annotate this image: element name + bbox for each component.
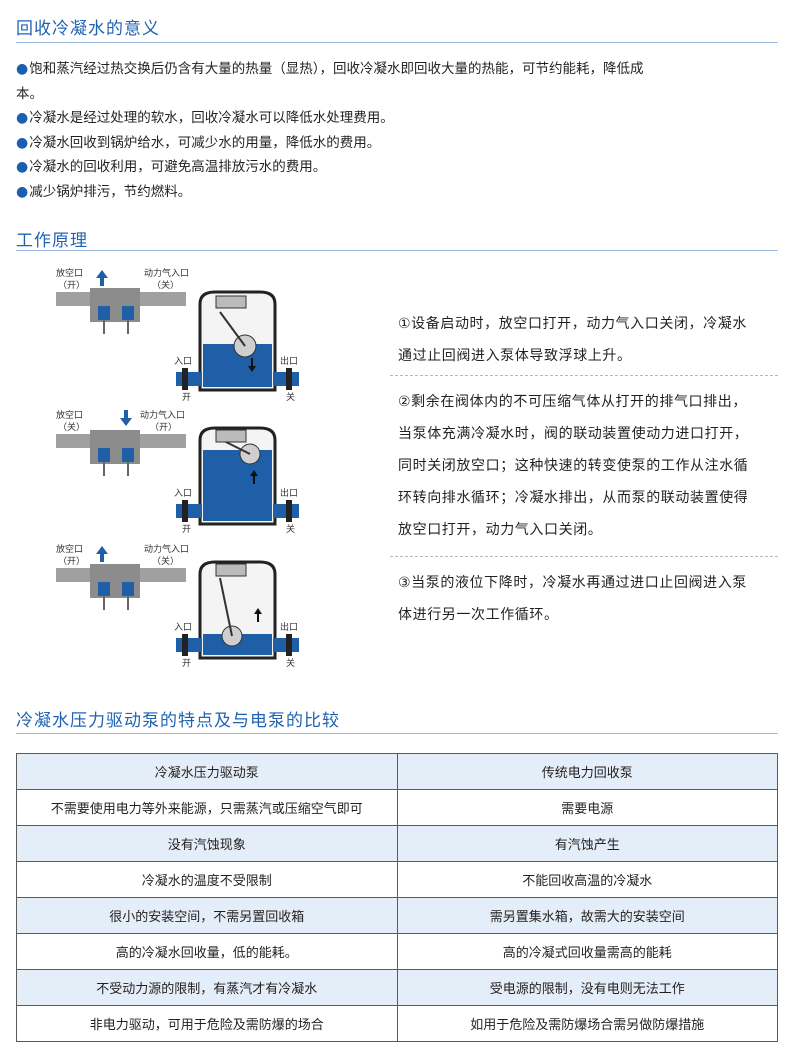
valve-head-icon	[56, 288, 186, 334]
vent-state: （开）	[58, 280, 85, 291]
vent-label: 放空口	[56, 267, 83, 279]
power-inlet-state: （关）	[152, 279, 179, 291]
outlet-state: 关	[286, 391, 295, 402]
table-row: 非电力驱动，可用于危险及需防爆的场合如用于危险及需防爆场合需另做防爆措施	[16, 1005, 778, 1042]
outlet-label: 出口	[280, 487, 298, 499]
valve-head-icon	[56, 564, 186, 610]
inlet-state: 开	[182, 658, 191, 668]
outlet-state: 关	[286, 657, 295, 668]
electric-pump-cell: 需另置集水箱，故需大的安装空间	[396, 897, 778, 934]
table-row: 很小的安装空间，不需另置回收箱需另置集水箱，故需大的安装空间	[16, 897, 778, 934]
table-row: 高的冷凝水回收量，低的能耗。高的冷凝式回收量需高的能耗	[16, 933, 778, 970]
bullet-icon: ●	[16, 110, 29, 126]
list-item: ●冷凝水是经过处理的软水，回收冷凝水可以降低水处理费用。	[16, 110, 394, 126]
pressure-pump-cell: 冷凝水压力驱动泵	[16, 753, 398, 790]
list-item: ●冷凝水的回收利用，可避免高温排放污水的费用。	[16, 159, 327, 175]
power-inlet-state: （开）	[150, 422, 177, 433]
pressure-pump-cell: 很小的安装空间，不需另置回收箱	[16, 897, 398, 934]
inlet-check-valve-icon	[176, 634, 202, 656]
power-inlet-label: 动力气入口	[140, 409, 185, 421]
list-item: ●减少锅炉排污，节约燃料。	[16, 183, 192, 200]
pump-diagram-fill-start: 放空口 （开） 动力气入口 （关） 入口 开 出口 关	[56, 267, 299, 402]
inlet-state: 开	[182, 524, 191, 534]
electric-pump-cell: 受电源的限制，没有电则无法工作	[396, 969, 778, 1006]
inlet-label: 入口	[174, 488, 192, 499]
power-inlet-arrow-icon	[120, 410, 132, 426]
vent-label: 放空口	[56, 409, 83, 421]
list-item: ●饱和蒸汽经过热交换后仍含有大量的热量（显热），回收冷凝水即回收大量的热能，可节…	[16, 61, 644, 77]
list-item-continued: 本。	[16, 85, 43, 102]
pump-body-icon	[198, 290, 277, 392]
pump-body-icon	[198, 426, 277, 526]
vent-state: （关）	[58, 421, 85, 433]
step-3: ③当泵的液位下降时，冷凝水再通过进口止回阀进入泵 体进行另一次工作循环。	[398, 575, 747, 623]
inlet-label: 入口	[174, 622, 192, 633]
bullet-icon: ●	[16, 61, 29, 77]
electric-pump-cell: 有汽蚀产生	[396, 825, 778, 862]
benefit-list: ●饱和蒸汽经过热交换后仍含有大量的热量（显热），回收冷凝水即回收大量的热能，可节…	[16, 57, 776, 204]
electric-pump-cell: 不能回收高温的冷凝水	[396, 861, 778, 898]
pressure-pump-cell: 冷凝水的温度不受限制	[16, 861, 398, 898]
inlet-check-valve-icon	[176, 500, 202, 522]
inlet-label: 入口	[174, 356, 192, 367]
pressure-pump-cell: 不受动力源的限制，有蒸汽才有冷凝水	[16, 969, 398, 1006]
table-header-row: 冷凝水压力驱动泵传统电力回收泵	[16, 753, 778, 790]
section-rule	[16, 733, 778, 734]
inlet-check-valve-icon	[176, 368, 202, 390]
table-row: 不受动力源的限制，有蒸汽才有冷凝水受电源的限制，没有电则无法工作	[16, 969, 778, 1006]
pump-diagram-refill: 放空口 （开） 动力气入口 （关） 入口 开 出口 关	[56, 543, 299, 668]
bullet-icon: ●	[16, 183, 29, 200]
vent-open-arrow-icon	[96, 270, 108, 286]
outlet-check-valve-icon	[273, 634, 299, 656]
section-rule	[16, 42, 778, 43]
outlet-check-valve-icon	[273, 368, 299, 390]
pump-diagram-discharge: 放空口 （关） 动力气入口 （开） 入口 开 出口 关	[56, 409, 299, 534]
electric-pump-cell: 传统电力回收泵	[396, 753, 778, 790]
electric-pump-cell: 需要电源	[396, 789, 778, 826]
pressure-pump-cell: 不需要使用电力等外来能源，只需蒸汽或压缩空气即可	[16, 789, 398, 826]
table-row: 不需要使用电力等外来能源，只需蒸汽或压缩空气即可需要电源	[16, 789, 778, 826]
section-title-comparison: 冷凝水压力驱动泵的特点及与电泵的比较	[16, 711, 340, 731]
power-inlet-label: 动力气入口	[144, 267, 189, 279]
vent-open-arrow-icon	[96, 546, 108, 562]
power-inlet-label: 动力气入口	[144, 543, 189, 555]
pump-body-icon	[198, 560, 277, 660]
table-row: 冷凝水的温度不受限制不能回收高温的冷凝水	[16, 861, 778, 898]
electric-pump-cell: 如用于危险及需防爆场合需另做防爆措施	[396, 1005, 778, 1042]
section-title-significance: 回收冷凝水的意义	[16, 19, 160, 39]
step-divider	[390, 556, 778, 557]
table-row: 没有汽蚀现象有汽蚀产生	[16, 825, 778, 862]
pressure-pump-cell: 高的冷凝水回收量，低的能耗。	[16, 933, 398, 970]
inlet-state: 开	[182, 392, 191, 402]
step-2: ②剩余在阀体内的不可压缩气体从打开的排气口排出， 当泵体充满冷凝水时，阀的联动装…	[398, 394, 749, 538]
outlet-label: 出口	[280, 621, 298, 633]
section-title-working-principle: 工作原理	[16, 231, 88, 251]
pressure-pump-cell: 非电力驱动，可用于危险及需防爆的场合	[16, 1005, 398, 1042]
valve-head-icon	[56, 430, 186, 476]
outlet-label: 出口	[280, 355, 298, 367]
step-1: ①设备启动时，放空口打开，动力气入口关闭，冷凝水 通过止回阀进入泵体导致浮球上升…	[398, 316, 747, 364]
comparison-table: 冷凝水压力驱动泵传统电力回收泵不需要使用电力等外来能源，只需蒸汽或压缩空气即可需…	[16, 753, 778, 1042]
section-rule	[16, 250, 778, 251]
list-item: ●冷凝水回收到锅炉给水，可减少水的用量，降低水的费用。	[16, 134, 381, 151]
bullet-icon: ●	[16, 159, 29, 175]
vent-state: （开）	[58, 556, 85, 567]
bullet-icon: ●	[16, 134, 29, 151]
step-divider	[390, 375, 778, 376]
outlet-check-valve-icon	[273, 500, 299, 522]
pressure-pump-cell: 没有汽蚀现象	[16, 825, 398, 862]
outlet-state: 关	[286, 523, 295, 534]
power-inlet-state: （关）	[152, 555, 179, 567]
vent-label: 放空口	[56, 543, 83, 555]
electric-pump-cell: 高的冷凝式回收量需高的能耗	[396, 933, 778, 970]
